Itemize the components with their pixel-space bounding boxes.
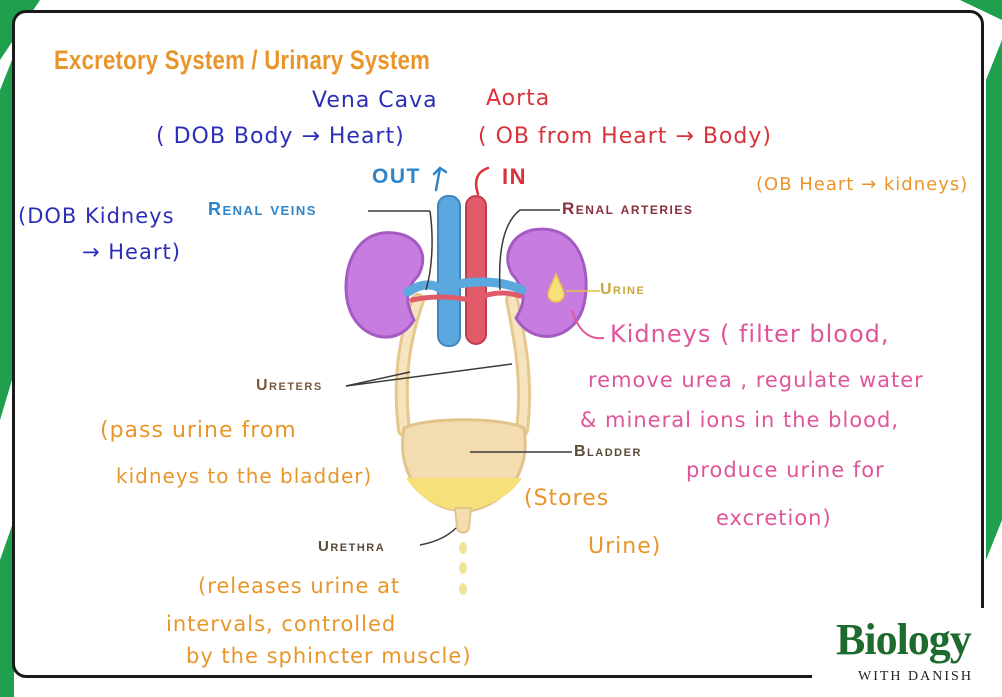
urethra-note-line-3: by the sphincter muscle) [186, 644, 472, 668]
leader-ureters-right [345, 363, 513, 387]
bladder-label: Bladder [574, 443, 642, 460]
urethra-tube [453, 507, 473, 534]
bladder-note-line-1: (Stores [524, 486, 610, 511]
green-corner-bottom-left [0, 520, 14, 697]
renal-veins-note-line-2: → Heart) [82, 240, 181, 264]
renal-artery-left [409, 294, 473, 303]
kidneys-note-line-4: produce urine for [686, 458, 885, 482]
urine-label: Urine [600, 281, 646, 298]
ureter-left-inner [397, 296, 422, 434]
renal-artery-right [481, 290, 523, 299]
renal-veins-label: Renal veins [208, 199, 317, 219]
vena-cava-label: Vena Cava [312, 88, 438, 113]
bladder-note-line-2: Urine) [588, 534, 662, 559]
kidneys-note-line-3: & mineral ions in the blood, [580, 408, 900, 432]
renal-vein-right [453, 277, 527, 295]
urethra-note-line-2: intervals, controlled [166, 612, 397, 636]
brand-logo-panel [812, 608, 1002, 697]
renal-veins-note-line-1: (DOB Kidneys [18, 204, 175, 228]
in-arrow-icon [474, 166, 490, 196]
kidney-pointer-arrow [571, 309, 605, 340]
leader-ureters-left [345, 371, 411, 387]
page-title: Excretory System / Urinary System [54, 45, 431, 75]
aorta-label: Aorta [486, 86, 551, 111]
brand-logo-subtitle: WITH DANISH [858, 669, 973, 684]
leader-renal-arteries [498, 209, 560, 291]
green-corner-right [986, 40, 1002, 560]
renal-arteries-label: Renal arteries [562, 199, 694, 218]
green-corner-top-right [960, 0, 1002, 20]
in-label: IN [502, 164, 527, 189]
out-label: OUT [372, 165, 421, 188]
vena-cava-note: ( DOB Body → Heart) [156, 124, 405, 149]
aorta [465, 195, 487, 345]
urine-drop-3 [459, 583, 467, 595]
ureter-right-inner [508, 296, 529, 434]
kidney-left [344, 231, 424, 339]
out-arrow-icon [432, 166, 448, 192]
ureters-note-line-1: (pass urine from [100, 418, 297, 443]
urethra-note-line-1: (releases urine at [198, 574, 401, 598]
diagram-card [12, 10, 984, 678]
leader-renal-veins-down [425, 210, 433, 291]
bladder-urine [406, 478, 522, 511]
urine-drop-1 [459, 542, 467, 554]
leader-urethra [419, 527, 457, 546]
ureters-note-line-2: kidneys to the bladder) [116, 464, 373, 488]
brand-logo-text: Biology [836, 615, 972, 664]
kidneys-note-line-5: excretion) [716, 506, 832, 530]
vena-cava [437, 195, 461, 347]
renal-vein-left [403, 280, 447, 297]
renal-arteries-note: (OB Heart → kidneys) [756, 174, 969, 195]
urine-droplet-icon [547, 271, 565, 303]
kidney-right [506, 227, 588, 338]
urethra-label: Urethra [318, 538, 386, 555]
kidneys-note-line-2: remove urea , regulate water [588, 368, 924, 392]
urine-drop-2 [459, 562, 467, 574]
aorta-note: ( OB from Heart → Body) [478, 124, 772, 149]
ureters-label: Ureters [256, 377, 323, 394]
kidneys-note-line-1: Kidneys ( filter blood, [610, 320, 890, 348]
